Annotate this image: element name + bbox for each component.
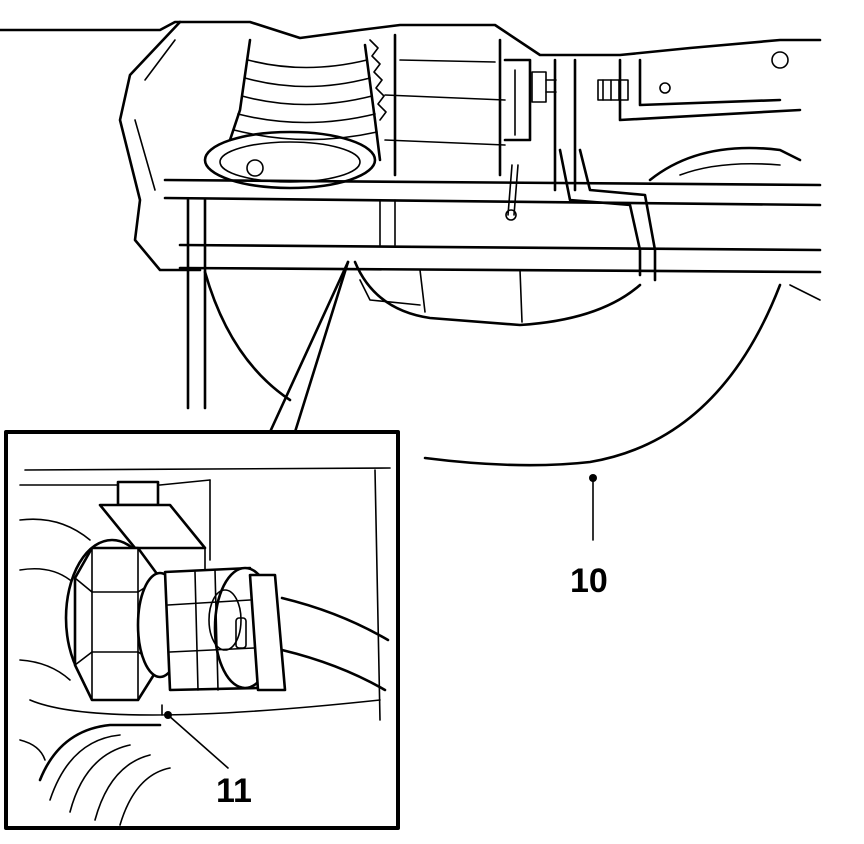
callout-10-label: 10 — [570, 562, 608, 600]
connector-11 — [136, 566, 287, 692]
detail-inset — [4, 430, 400, 830]
callout-10: 10 — [570, 474, 608, 600]
underbody-main-view — [0, 20, 822, 467]
callout-11-label: 11 — [216, 772, 252, 810]
callout-11: 11 — [164, 711, 252, 810]
